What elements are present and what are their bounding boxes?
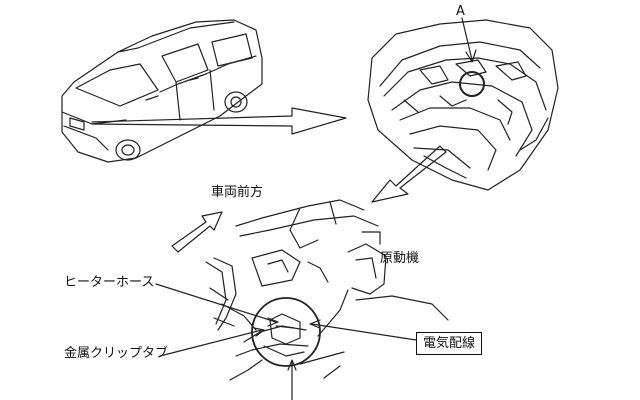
marker-a-label: A — [456, 4, 465, 19]
engine-bay-illustration — [367, 19, 559, 191]
vehicle-front-arrow — [171, 211, 223, 253]
engine-label: 原動機 — [380, 251, 420, 266]
heater-hose-arrowhead — [267, 317, 279, 327]
marker-a-leader — [461, 17, 473, 61]
detail-circle-a — [459, 71, 485, 97]
heater-hose-leader — [155, 283, 277, 323]
electrical-wiring-leader — [311, 323, 417, 341]
marker-a-arrowhead — [465, 49, 477, 63]
clip-tab-leader — [159, 329, 263, 357]
heater-hose-label: ヒーターホース — [64, 275, 155, 290]
minivan-illustration — [61, 19, 263, 163]
electrical-wiring-label: 電気配線 — [416, 332, 483, 355]
pointer-arrow-to-detail — [371, 145, 447, 203]
closeup-illustration — [205, 199, 449, 381]
metal-clip-tab-label: 金属クリップタブ — [64, 346, 169, 361]
bottom-pointer-arrowhead — [287, 359, 297, 371]
metal-clip-shape — [269, 313, 301, 345]
vehicle-front-label: 車両前方 — [211, 185, 264, 200]
clip-tab-arrowhead — [253, 327, 265, 337]
pointer-arrow-to-engine — [91, 107, 347, 135]
electrical-wiring-arrowhead — [309, 319, 321, 329]
